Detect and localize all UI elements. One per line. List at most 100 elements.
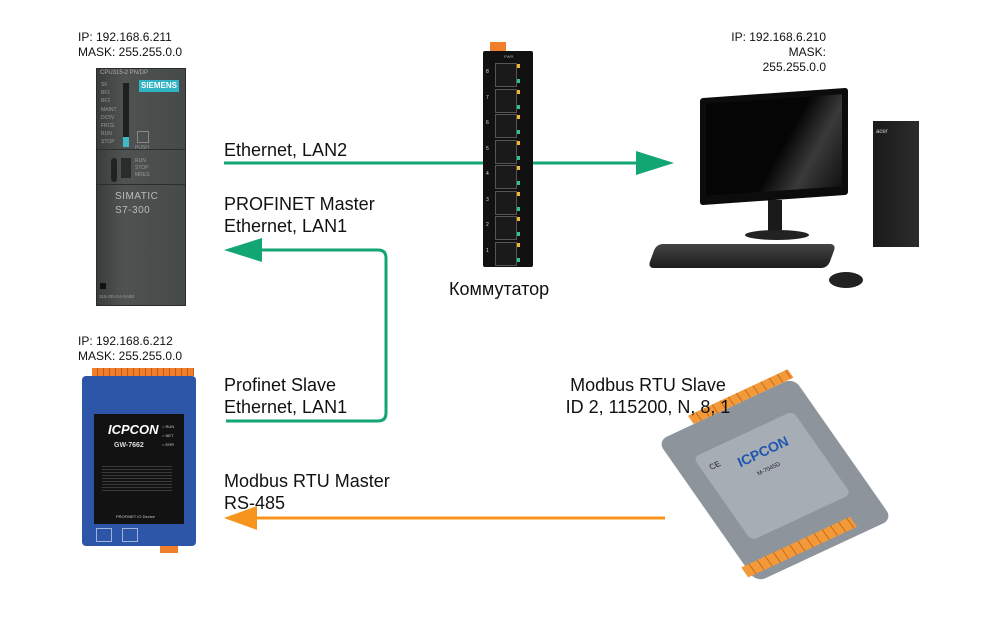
port-link-led — [517, 130, 520, 134]
lan2-arrowhead-icon — [636, 151, 674, 175]
switch-port-6[interactable] — [495, 114, 517, 138]
profinet-master-line2: Ethernet, LAN1 — [224, 216, 348, 236]
gateway-leds: ○ RUN ○ NET ○ ERR — [162, 422, 174, 449]
mode-mres-label: MRES — [135, 172, 150, 178]
plc-device[interactable]: CPU315-2 PN/DP SIEMENS SF BF1 BF2 MAINT … — [96, 68, 186, 306]
gateway-device[interactable]: ICPCON GW-7662 ○ RUN ○ NET ○ ERR PROFINE… — [82, 376, 196, 546]
plc-mode-labels: RUN STOP MRES — [135, 158, 149, 179]
led-err: ○ ERR — [162, 442, 174, 447]
plc-model-line1: SIMATIC — [115, 191, 159, 202]
plc-push-button[interactable] — [137, 131, 149, 143]
led-stop: STOP — [101, 139, 115, 146]
plc-mode-area: RUN STOP MRES — [97, 149, 185, 185]
profinet-slave-line1: Profinet Slave — [224, 375, 337, 395]
modbus-slave-line2: ID 2, 115200, N, 8, 1 — [565, 397, 731, 417]
plc-mask: MASK: 255.255.0.0 — [78, 45, 183, 59]
switch-port-1[interactable] — [495, 241, 517, 266]
gateway-lan2-port[interactable] — [122, 528, 138, 542]
profinet-slave-line2: Ethernet, LAN1 — [224, 397, 348, 417]
plc-cpu-label: CPU315-2 PN/DP — [100, 70, 149, 76]
monitor-base — [745, 230, 809, 240]
switch-port-number: 7 — [486, 94, 489, 101]
lan2-label: Ethernet, LAN2 — [224, 140, 348, 160]
gateway-terminal-top — [92, 368, 194, 376]
switch-port-number: 1 — [486, 247, 489, 254]
led-net: ○ NET — [162, 433, 174, 438]
switch-port-number: 5 — [486, 145, 489, 152]
modbus-module-face: CE ICPCON M-7045D — [693, 411, 852, 541]
pc-mask: MASK: 255.255.0.0 — [762, 45, 826, 74]
port-link-led — [517, 181, 520, 185]
monitor-screen — [706, 94, 842, 196]
switch-port-number: 6 — [486, 120, 489, 126]
port-link-led — [517, 206, 520, 211]
network-switch[interactable]: PWR 8 7 6 5 4 3 2 1 — [483, 51, 533, 267]
ce-mark: CE — [707, 459, 723, 472]
gateway-ip: IP: 192.168.6.212 — [78, 334, 173, 348]
gateway-address: IP: 192.168.6.212 MASK: 255.255.0.0 — [78, 334, 182, 364]
port-speed-led — [517, 115, 520, 119]
led-run: ○ RUN — [162, 424, 175, 429]
switch-port-number: 3 — [486, 196, 489, 203]
port-speed-led — [517, 191, 520, 196]
plc-mode-switch[interactable] — [111, 158, 117, 182]
switch-port-number: 2 — [486, 222, 489, 228]
led-sf: SF — [101, 82, 108, 88]
port-link-led — [517, 257, 520, 262]
pc-ip: IP: 192.168.6.210 — [731, 30, 826, 44]
plc-push-label: PUSH — [135, 145, 149, 151]
led-run: RUN — [101, 131, 112, 138]
plc-address: IP: 192.168.6.211 MASK: 255.255.0.0 — [78, 30, 182, 60]
gateway-front-panel: ICPCON GW-7662 ○ RUN ○ NET ○ ERR PROFINE… — [94, 414, 184, 524]
plc-order-no: 315-2EH14-0AB0 — [99, 294, 135, 299]
mouse[interactable] — [829, 272, 863, 288]
plc-mode-switch-body — [121, 158, 131, 178]
switch-pwr-label: PWR — [504, 54, 514, 59]
plc-model: SIMATIC S7-300 — [115, 190, 158, 218]
pc-brand: acer — [876, 129, 888, 135]
switch-port-8[interactable] — [495, 63, 517, 87]
profinet-master-line1: PROFINET Master — [224, 194, 375, 214]
keyboard[interactable] — [647, 244, 837, 268]
switch-port-5[interactable] — [495, 139, 517, 164]
switch-port-3[interactable] — [495, 190, 517, 215]
plc-ip: IP: 192.168.6.211 — [78, 30, 172, 44]
pc-monitor[interactable] — [700, 87, 848, 206]
port-speed-led — [517, 140, 520, 145]
pc-address: IP: 192.168.6.210 MASK: 255.255.0.0 — [722, 30, 826, 75]
port-link-led — [517, 79, 520, 83]
plc-model-line2: S7-300 — [115, 205, 151, 216]
led-maint: MAINT — [101, 106, 117, 113]
profinet-master-label: PROFINET Master Ethernet, LAN1 — [224, 193, 375, 237]
switch-port-4[interactable] — [495, 165, 517, 189]
gateway-lan1-port[interactable] — [96, 528, 112, 542]
port-speed-led — [517, 242, 520, 247]
switch-port-number: 8 — [486, 69, 489, 75]
mode-stop-label: STOP — [135, 165, 149, 171]
modbus-slave-line1: Modbus RTU Slave — [570, 375, 726, 395]
pc-tower[interactable]: acer — [873, 121, 919, 247]
switch-power-connector — [490, 42, 506, 51]
icpcon-logo: ICPCON — [108, 422, 159, 437]
plc-card-slot — [123, 83, 129, 147]
switch-port-2[interactable] — [495, 216, 517, 240]
modbus-arrowhead-icon — [224, 506, 257, 530]
profinet-line — [226, 248, 388, 423]
gateway-mask: MASK: 255.255.0.0 — [78, 349, 183, 363]
led-bf1: BF1 — [101, 90, 111, 97]
led-bf2: BF2 — [101, 98, 111, 105]
modbus-icpcon-logo: ICPCON — [733, 433, 792, 470]
switch-port-7[interactable] — [495, 88, 517, 113]
gateway-power-terminal — [160, 546, 178, 553]
siemens-logo: SIEMENS — [139, 80, 179, 92]
modbus-master-line2: RS-485 — [224, 493, 286, 513]
switch-port-number: 4 — [486, 171, 489, 177]
port-speed-led — [517, 217, 520, 221]
plc-led-panel: SF BF1 BF2 MAINT DC5V FRCE RUN STOP — [101, 81, 117, 147]
modbus-master-label: Modbus RTU Master RS-485 — [224, 470, 390, 514]
modbus-model: M-7045D — [756, 461, 783, 478]
led-dc5v: DC5V — [101, 114, 115, 121]
gateway-model: GW-7662 — [114, 442, 144, 449]
profinet-slave-label: Profinet Slave Ethernet, LAN1 — [224, 374, 347, 418]
